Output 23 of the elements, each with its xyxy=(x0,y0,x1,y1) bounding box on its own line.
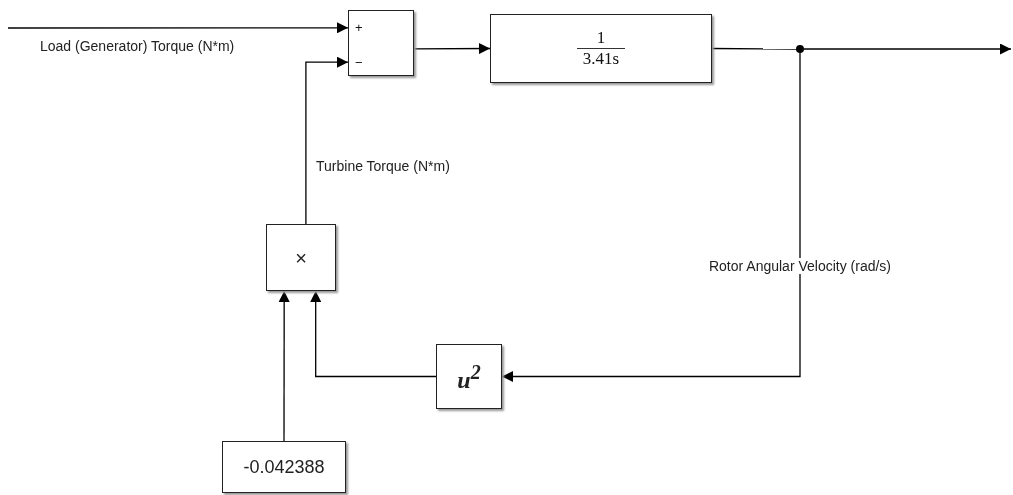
transfer-function-block xyxy=(490,14,712,83)
signal-line xyxy=(803,43,1012,55)
sum-block xyxy=(348,10,414,76)
port-sign: + xyxy=(355,21,363,34)
edge-label: Load (Generator) Torque (N*m) xyxy=(39,38,236,54)
signal-line xyxy=(7,22,349,34)
signal-line xyxy=(278,290,290,442)
block-text: -0.042388 xyxy=(243,458,325,476)
denominator: 3.41s xyxy=(576,48,626,69)
edge-label: Turbine Torque (N*m) xyxy=(315,158,451,174)
gain-block xyxy=(266,224,336,291)
signal-line xyxy=(305,56,349,225)
gain-block xyxy=(222,441,346,493)
block-text: × xyxy=(295,247,307,268)
block-text: u$^{2}$ xyxy=(457,361,481,392)
junction-dot xyxy=(796,45,804,53)
signal-line xyxy=(711,47,797,50)
signal-line xyxy=(501,52,801,382)
signal-line xyxy=(310,290,437,378)
signal-line xyxy=(413,43,491,55)
port-sign: − xyxy=(355,56,363,69)
numerator: 1 xyxy=(595,28,607,48)
gain-block xyxy=(436,344,502,409)
